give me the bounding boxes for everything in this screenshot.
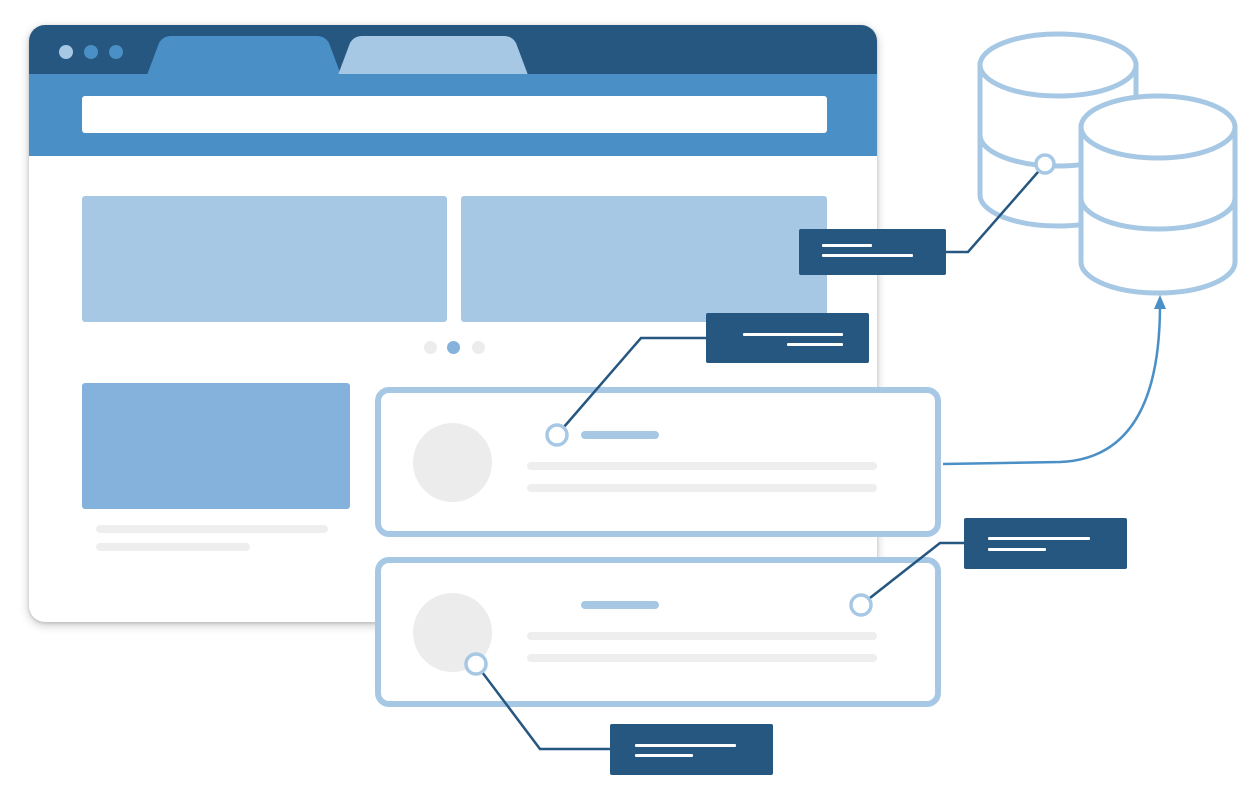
database-cylinder-icon[interactable] <box>1078 93 1238 296</box>
window-dot-icon[interactable] <box>109 45 123 59</box>
data-flow-curve <box>942 304 1162 466</box>
carousel-dot[interactable] <box>424 341 437 354</box>
label-line-placeholder <box>988 548 1046 551</box>
arrow-up-icon <box>1154 295 1166 309</box>
label-line-placeholder <box>787 343 843 346</box>
card-2-right-label <box>964 518 1127 569</box>
card-1-label <box>706 313 869 363</box>
window-dot-icon[interactable] <box>84 45 98 59</box>
browser-toolbar <box>29 74 877 156</box>
browser-tabs <box>147 36 528 75</box>
tab-inactive[interactable] <box>338 36 528 75</box>
carousel-slide[interactable] <box>82 196 447 322</box>
carousel-dot[interactable] <box>472 341 485 354</box>
label-line-placeholder <box>988 537 1090 540</box>
label-line-placeholder <box>635 754 693 757</box>
label-line-placeholder <box>822 244 872 247</box>
avatar <box>413 423 492 502</box>
label-line-placeholder <box>743 333 843 336</box>
text-line-placeholder <box>527 654 877 662</box>
card-title-placeholder <box>581 601 659 609</box>
text-line-placeholder <box>527 484 877 492</box>
database-cylinder-icon[interactable] <box>977 31 1139 229</box>
database-label <box>799 229 946 275</box>
content-image-block[interactable] <box>82 383 350 509</box>
carousel-dot-active[interactable] <box>447 341 460 354</box>
connector-node-icon[interactable] <box>1034 153 1056 175</box>
card-title-placeholder <box>581 431 659 439</box>
label-line-placeholder <box>635 744 736 747</box>
tab-active[interactable] <box>147 36 341 75</box>
carousel-slide[interactable] <box>461 196 827 322</box>
text-line-placeholder <box>96 525 328 533</box>
address-bar[interactable] <box>82 96 827 133</box>
label-line-placeholder <box>822 254 913 257</box>
card-2-avatar-label <box>610 724 773 775</box>
text-line-placeholder <box>527 632 877 640</box>
connector-line <box>946 163 1046 254</box>
list-card[interactable] <box>375 557 941 707</box>
avatar <box>413 593 492 672</box>
window-dot-icon[interactable] <box>59 45 73 59</box>
list-card[interactable] <box>375 387 941 537</box>
text-line-placeholder <box>96 543 250 551</box>
text-line-placeholder <box>527 462 877 470</box>
